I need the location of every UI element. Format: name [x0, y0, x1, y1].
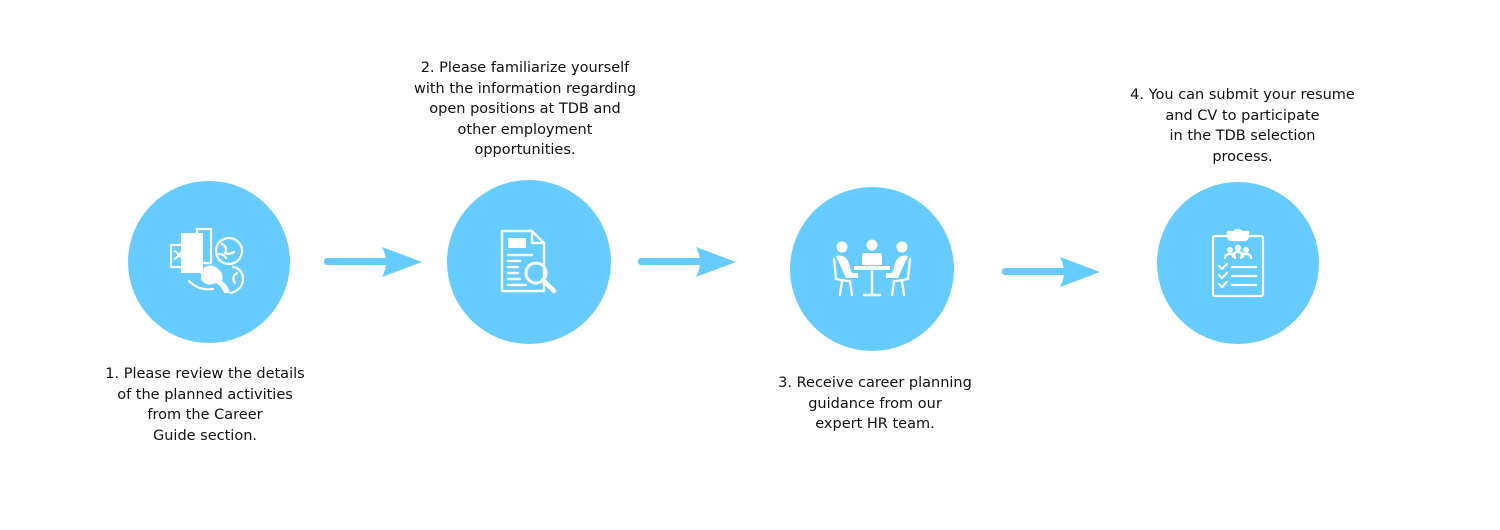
arrow-3-to-4: [1002, 257, 1100, 287]
step-2-circle: [447, 180, 611, 344]
step-1-circle: [128, 181, 290, 343]
clipboard-checklist-icon: [1211, 228, 1265, 298]
career-guide-documents-icon: [169, 227, 245, 295]
step-3-description: 3. Receive career planning guidance from…: [778, 375, 972, 432]
arrow-2-to-3: [638, 247, 736, 277]
step-4-description: 4. You can submit your resume and CV to …: [1130, 87, 1355, 165]
step-2-description: 2. Please familiarize yourself with the …: [413, 60, 637, 158]
step-4-circle: [1157, 182, 1319, 344]
step-3-circle: [790, 187, 954, 351]
meeting-table-icon: [832, 239, 912, 297]
step-1-description: 1. Please review the details of the plan…: [105, 366, 305, 444]
arrow-1-to-2: [324, 247, 422, 277]
document-search-icon: [500, 229, 557, 294]
